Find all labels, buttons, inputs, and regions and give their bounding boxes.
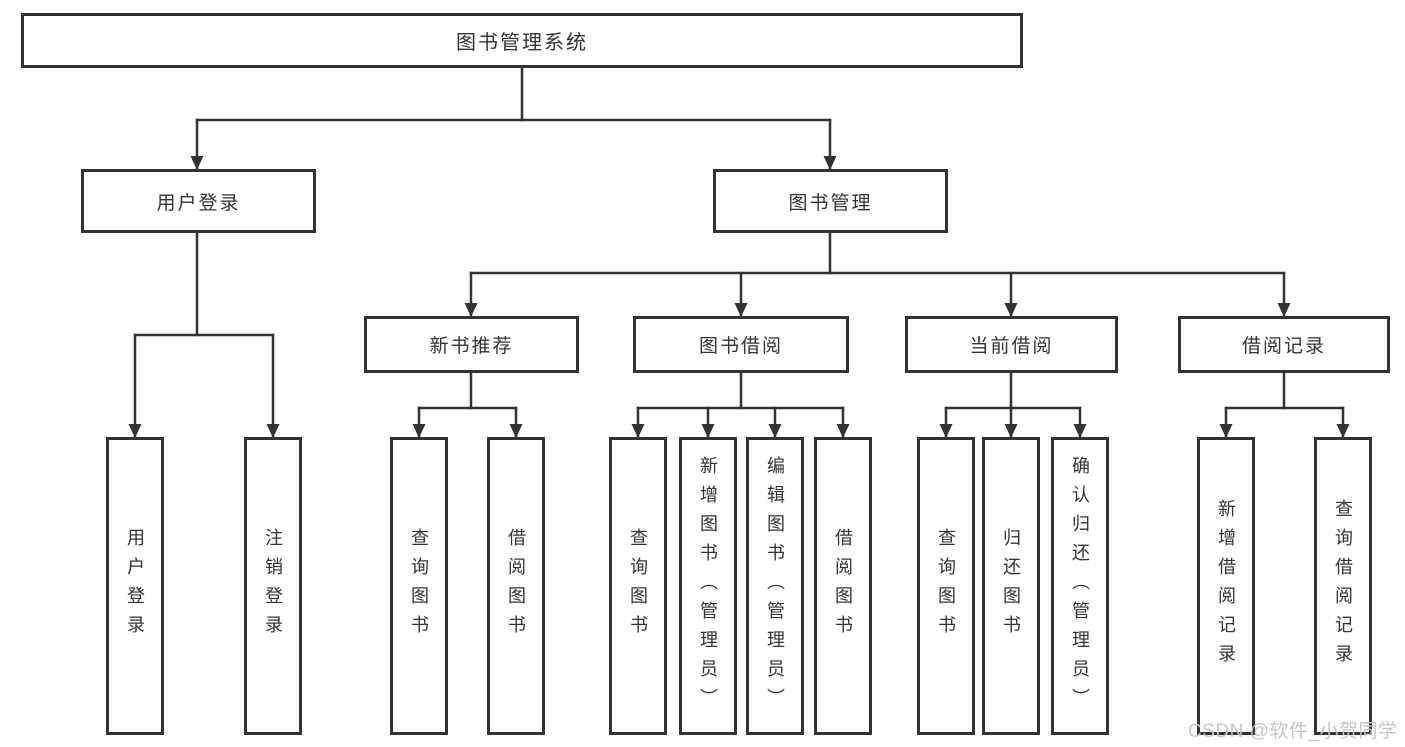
- node-book-management: 图书管理: [713, 169, 948, 233]
- csdn-watermark: CSDN @软件_小贺同学: [1188, 721, 1398, 742]
- leaf-borrow-add-books-admin: 新增图书（管理员）: [679, 437, 737, 735]
- leaf-record-query: 查询借阅记录: [1314, 437, 1372, 735]
- node-user-login: 用户登录: [81, 169, 316, 233]
- leaf-borrow-edit-books-admin: 编辑图书（管理员）: [746, 437, 804, 735]
- node-book-borrow: 图书借阅: [633, 316, 849, 373]
- leaf-current-confirm-return-admin: 确认归还（管理员）: [1051, 437, 1109, 735]
- leaf-borrow-query-books: 查询图书: [609, 437, 667, 735]
- node-root-library-system: 图书管理系统: [21, 13, 1023, 68]
- node-current-borrow: 当前借阅: [905, 316, 1118, 373]
- leaf-user-login: 用户登录: [106, 437, 164, 735]
- node-borrow-record: 借阅记录: [1178, 316, 1390, 373]
- leaf-logout: 注销登录: [244, 437, 302, 735]
- leaf-current-return-books: 归还图书: [982, 437, 1040, 735]
- leaf-current-query-books: 查询图书: [917, 437, 975, 735]
- leaf-record-add: 新增借阅记录: [1197, 437, 1255, 735]
- leaf-recommend-borrow-books: 借阅图书: [487, 437, 545, 735]
- leaf-recommend-query-books: 查询图书: [390, 437, 448, 735]
- leaf-borrow-borrow-books: 借阅图书: [814, 437, 872, 735]
- node-new-book-recommend: 新书推荐: [364, 316, 579, 373]
